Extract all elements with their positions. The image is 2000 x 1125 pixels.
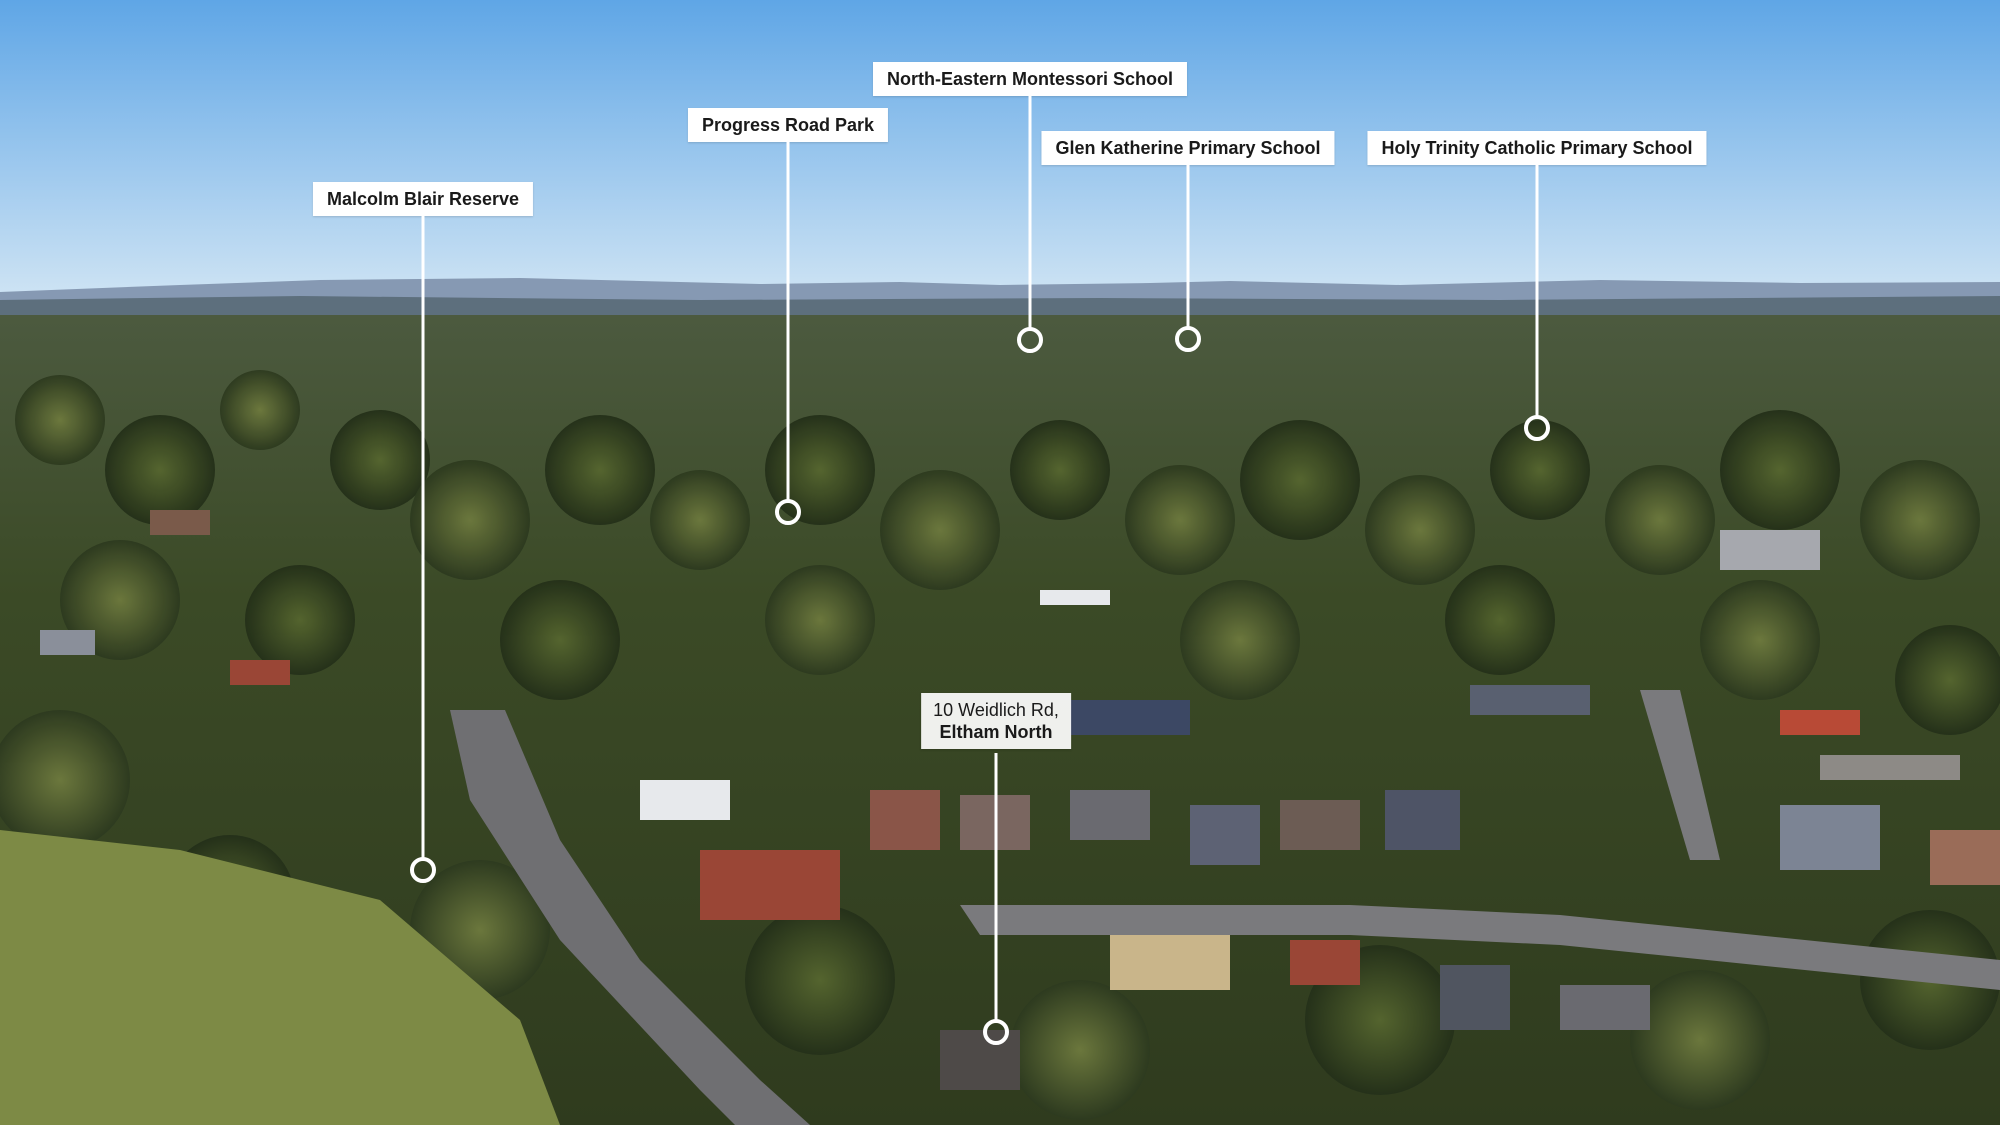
marker-pin-icon xyxy=(1017,327,1043,353)
marker-label-progress-road-park: Progress Road Park xyxy=(687,108,889,142)
reserve-grass xyxy=(0,830,560,1125)
address-line-2: Eltham North xyxy=(939,722,1053,742)
property-marker-stem xyxy=(994,753,998,1022)
marker-stem xyxy=(1028,96,1032,330)
property-pin-icon xyxy=(983,1019,1009,1045)
marker-label-glen-katherine-primary-school: Glen Katherine Primary School xyxy=(1041,131,1335,165)
marker-pin-icon xyxy=(775,499,801,525)
marker-stem xyxy=(786,142,790,502)
main-road xyxy=(450,710,810,1125)
marker-label-holy-trinity-catholic-primary-school: Holy Trinity Catholic Primary School xyxy=(1367,131,1707,165)
side-street xyxy=(960,905,2000,990)
address-line-1: 10 Weidlich Rd, xyxy=(933,700,1059,720)
marker-stem xyxy=(1186,165,1190,329)
right-street xyxy=(1640,690,1720,860)
tree-canopy xyxy=(0,370,2000,1120)
marker-stem xyxy=(421,216,425,860)
marker-label-malcolm-blair-reserve: Malcolm Blair Reserve xyxy=(312,182,534,216)
marker-pin-icon xyxy=(1175,326,1201,352)
property-address-label: 10 Weidlich Rd, Eltham North xyxy=(921,693,1071,749)
marker-label-north-eastern-montessori-school: North-Eastern Montessori School xyxy=(872,62,1188,96)
marker-stem xyxy=(1535,165,1539,418)
marker-pin-icon xyxy=(410,857,436,883)
marker-pin-icon xyxy=(1524,415,1550,441)
